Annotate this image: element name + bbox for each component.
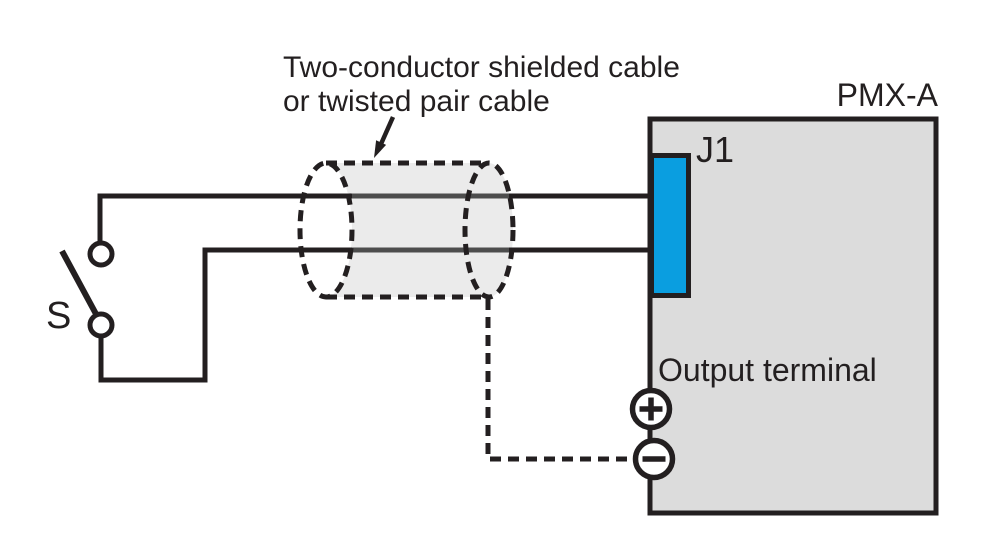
shield-outline (297, 160, 633, 462)
device-box: PMX-A J1 Output terminal (647, 77, 939, 516)
pointer-arrow-head-icon (374, 140, 387, 158)
connector-label: J1 (696, 129, 734, 170)
switch-label: S (46, 295, 71, 337)
switch-contact-bottom (87, 311, 115, 339)
device-name-label: PMX-A (837, 77, 939, 113)
device-body (647, 116, 939, 516)
shield-left-cap-dash (297, 160, 355, 300)
cable-note-line2: or twisted pair cable (283, 85, 550, 118)
wires (97, 193, 651, 383)
switch-contact-top (87, 240, 115, 268)
wire-top-left (97, 193, 352, 241)
connector-j1 (649, 153, 691, 298)
wire-bottom-left (98, 247, 352, 383)
shield-cable (300, 163, 513, 297)
plus-icon (639, 397, 663, 421)
pointer-arrow-shaft (378, 116, 396, 145)
switch-lever (59, 249, 99, 316)
cable-note-line1: Two-conductor shielded cable (283, 51, 680, 84)
shield-right-cap-dash (462, 160, 516, 300)
output-terminals (629, 387, 676, 481)
shield-ground-dash (485, 299, 633, 462)
switch: S (46, 240, 115, 339)
cable-annotation: Two-conductor shielded cable or twisted … (283, 51, 680, 158)
output-terminal-label: Output terminal (658, 352, 877, 388)
inner-conductors (350, 193, 511, 253)
